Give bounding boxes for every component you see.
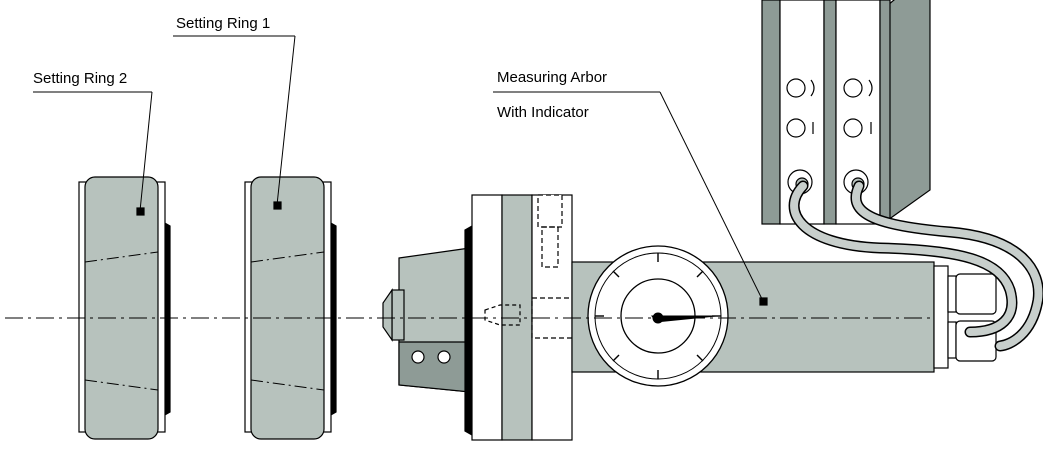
control-box [761, 0, 931, 225]
arbor-head [382, 224, 473, 437]
label-measuring-arbor-group: Measuring Arbor With Indicator [493, 69, 764, 302]
setting-ring-1 [244, 176, 337, 440]
label-setting-ring-1-group: Setting Ring 1 [173, 15, 296, 206]
label-measuring-arbor: Measuring Arbor [497, 69, 607, 86]
label-setting-ring-1: Setting Ring 1 [176, 15, 270, 32]
dial-indicator [587, 245, 729, 387]
connecting-cables [788, 180, 1043, 352]
label-setting-ring-2: Setting Ring 2 [33, 70, 127, 87]
setting-ring-2 [78, 176, 171, 440]
status-indicators [786, 78, 873, 138]
label-setting-ring-2-group: Setting Ring 2 [33, 70, 153, 212]
label-with-indicator: With Indicator [497, 104, 589, 121]
